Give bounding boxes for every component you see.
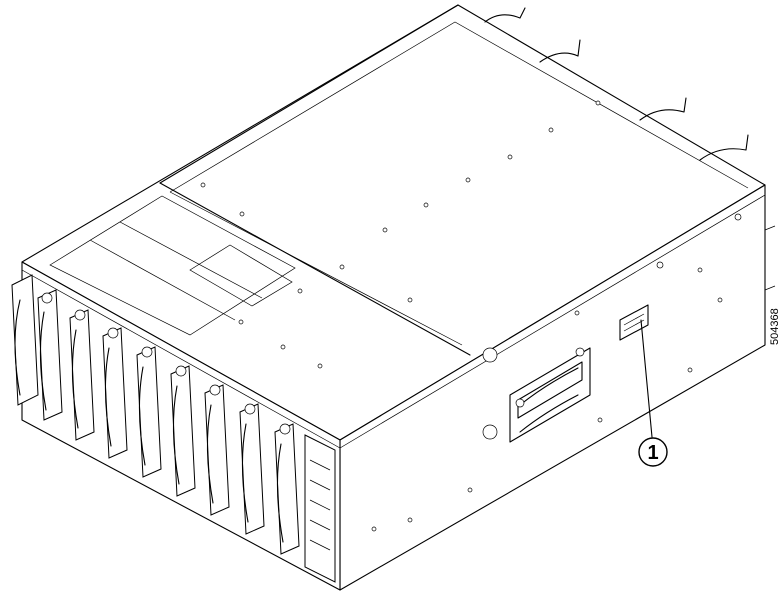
side-handle-icon <box>509 347 591 443</box>
callout-number: 1 <box>647 442 658 464</box>
line-card-6 <box>170 365 196 497</box>
screw-holes <box>200 100 742 532</box>
line-card-4 <box>102 327 128 459</box>
vent-panel <box>304 434 336 583</box>
line-card-1 <box>11 274 39 406</box>
line-card-5 <box>136 346 162 478</box>
line-card-8 <box>239 403 265 535</box>
callout-1: 1 <box>638 319 668 467</box>
line-card-9 <box>274 423 300 555</box>
line-card-7 <box>204 384 230 516</box>
chassis-front-face <box>11 261 341 591</box>
figure-id: 504368 <box>769 308 781 345</box>
line-card-2 <box>37 289 63 421</box>
rear-cable-clamps <box>484 7 749 161</box>
line-card-3 <box>69 309 95 441</box>
chassis-right-side <box>339 184 776 591</box>
